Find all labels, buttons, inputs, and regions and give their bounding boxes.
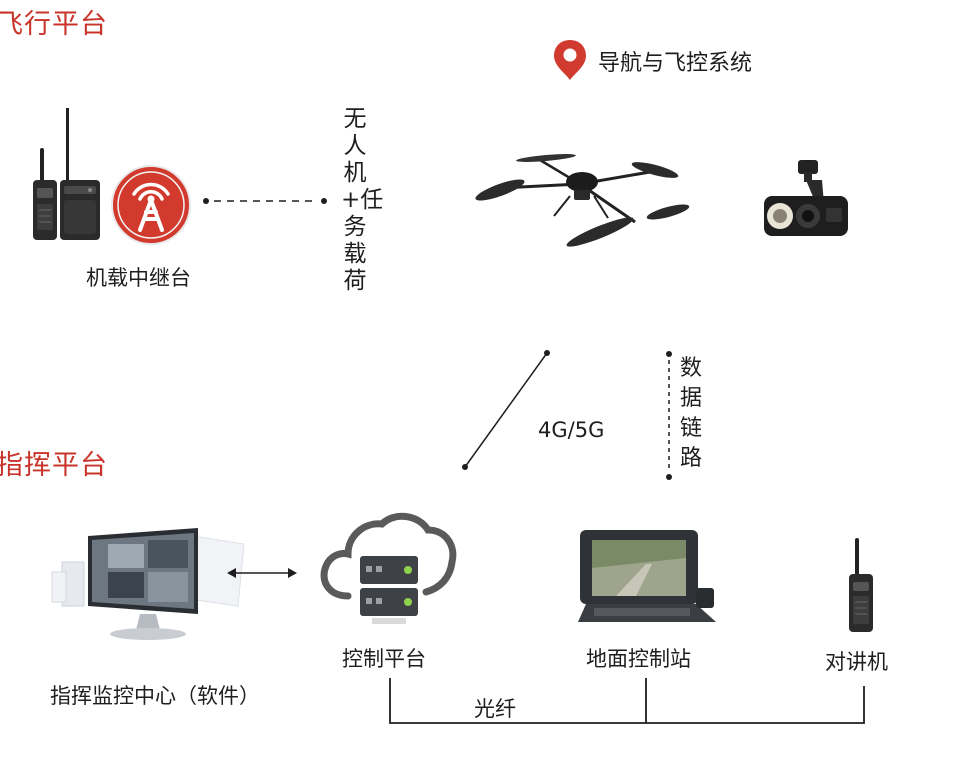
cellular-label: 4G/5G xyxy=(538,418,605,442)
double-arrow-icon xyxy=(227,568,297,578)
uav-payload-label: 无人机+任务载荷 xyxy=(341,106,384,294)
drone-icon xyxy=(475,154,690,247)
command-platform-title: 指挥平台 xyxy=(0,450,108,481)
signal-tower-icon xyxy=(111,165,191,245)
data-link-line xyxy=(666,351,672,480)
cloud-server-icon xyxy=(320,512,457,624)
ground-station-icon xyxy=(578,530,716,622)
cellular-link-line xyxy=(462,350,550,470)
monitor-screens-icon xyxy=(51,528,245,640)
gimbal-camera-icon xyxy=(764,160,848,236)
walkie-talkie-icon xyxy=(849,538,873,632)
flight-platform-title: 飞行平台 xyxy=(0,9,108,40)
walkie-talkie-label: 对讲机 xyxy=(825,650,888,674)
fiber-connection-lines xyxy=(389,678,865,724)
location-pin-icon xyxy=(554,40,586,80)
fiber-label: 光纤 xyxy=(474,697,516,721)
relay-dashed-link xyxy=(203,198,327,204)
data-link-label: 数据链路 xyxy=(679,356,702,471)
monitor-center-label: 指挥监控中心（软件） xyxy=(50,684,260,708)
relay-label: 机载中继台 xyxy=(86,266,191,290)
ground-station-label: 地面控制站 xyxy=(586,647,691,671)
walkie-talkie-icon xyxy=(33,148,57,240)
control-platform-label: 控制平台 xyxy=(342,647,426,671)
nav-system-label: 导航与飞控系统 xyxy=(598,51,753,76)
relay-radio-icon xyxy=(60,108,100,240)
